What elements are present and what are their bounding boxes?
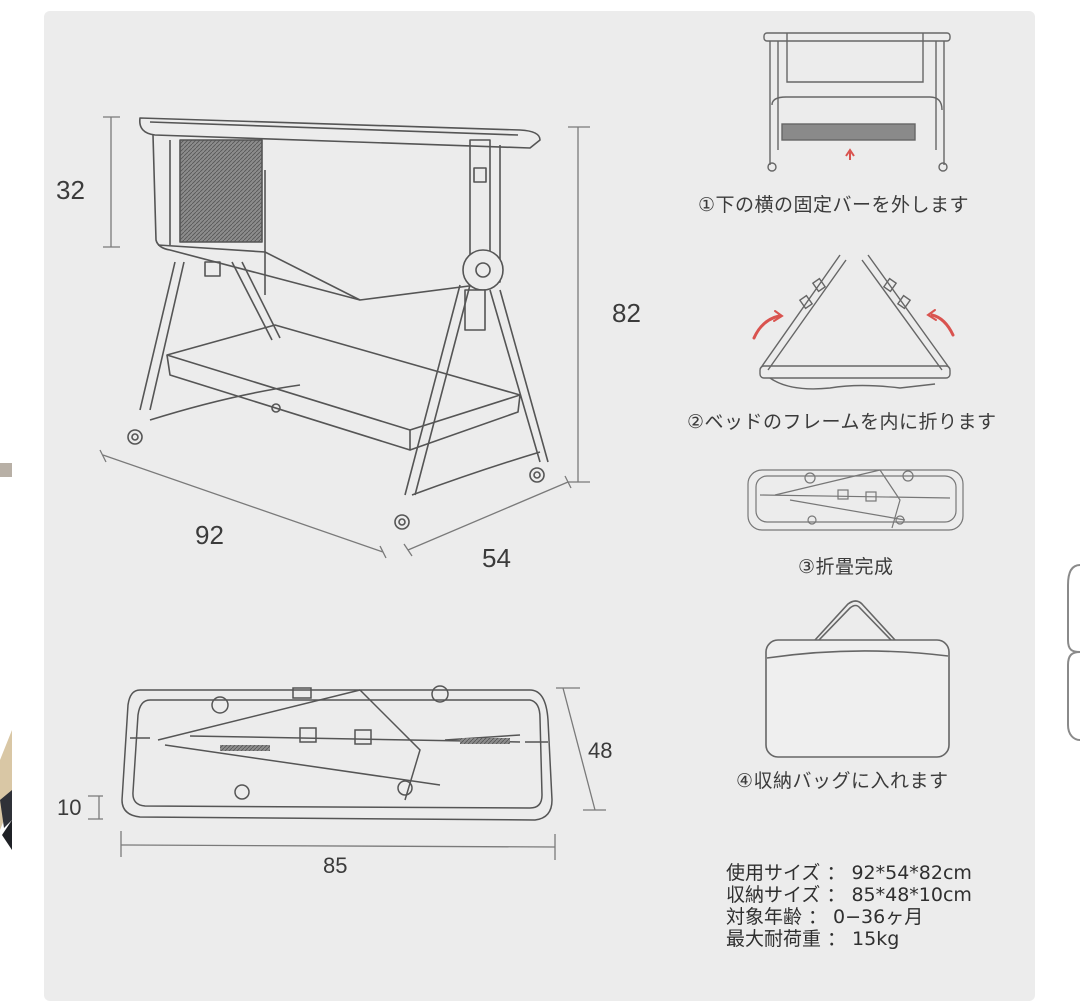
length-label: 92 bbox=[195, 520, 224, 550]
step-1-caption: ①下の横の固定バーを外します bbox=[698, 194, 970, 216]
spec-key: 使用サイズ bbox=[726, 862, 821, 884]
step2-folding-frame-icon bbox=[759, 254, 951, 390]
previous-slide-peek[interactable] bbox=[0, 0, 12, 993]
folded-crib-drawing-icon bbox=[121, 685, 553, 821]
dimension-lines bbox=[99, 116, 590, 559]
spec-value: 15kg bbox=[852, 928, 900, 950]
total-height-label: 82 bbox=[612, 298, 641, 328]
folded-dimension-lines bbox=[88, 687, 606, 860]
spec-key: 収納サイズ bbox=[726, 884, 821, 906]
spec-key: 対象年齢 bbox=[726, 906, 803, 928]
step3-folded-frame-icon bbox=[747, 469, 964, 531]
step-4-caption: ④収納バッグに入れます bbox=[736, 770, 949, 792]
spec-row-max-load: 最大耐荷重：15kg bbox=[726, 928, 900, 950]
step1-crib-front-view-icon bbox=[763, 32, 951, 172]
spec-list: 使用サイズ：92*54*82cm 収納サイズ：85*48*10cm 対象年齢：0… bbox=[726, 862, 972, 950]
next-slide-peek[interactable] bbox=[1058, 0, 1080, 993]
width-label: 54 bbox=[482, 543, 511, 573]
next-slide-image bbox=[1067, 564, 1080, 741]
spec-row-usage-size: 使用サイズ：92*54*82cm bbox=[726, 862, 972, 884]
spec-value: 85*48*10cm bbox=[851, 884, 972, 906]
spec-key: 最大耐荷重 bbox=[726, 928, 822, 950]
spec-row-storage-size: 収納サイズ：85*48*10cm bbox=[726, 884, 972, 906]
spec-value: 92*54*82cm bbox=[851, 862, 972, 884]
folded-length-label: 85 bbox=[323, 853, 348, 878]
folded-thickness-label: 10 bbox=[57, 795, 82, 820]
fold-arrow-icons bbox=[752, 309, 955, 340]
up-arrow-icon bbox=[845, 148, 855, 160]
crib-drawing-icon bbox=[127, 117, 549, 530]
previous-slide-image bbox=[0, 463, 12, 850]
spec-row-target-age: 対象年齢：0−36ヶ月 bbox=[726, 906, 924, 928]
step4-storage-bag-icon bbox=[765, 600, 950, 758]
step-3-caption: ③折畳完成 bbox=[798, 556, 894, 578]
step-2-caption: ②ベッドのフレームを内に折ります bbox=[687, 411, 997, 433]
folded-depth-label: 48 bbox=[588, 738, 613, 763]
spec-value: 0−36ヶ月 bbox=[833, 906, 924, 928]
basket-depth-label: 32 bbox=[56, 175, 85, 205]
